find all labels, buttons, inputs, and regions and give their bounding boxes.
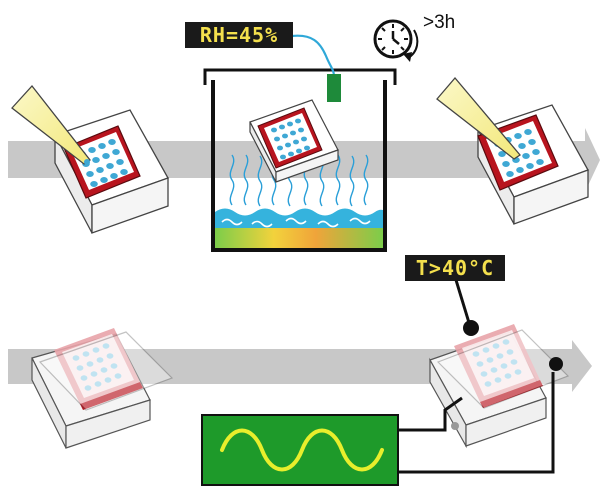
step1-nozzle-spray bbox=[11, 84, 91, 165]
duration-label: >3h bbox=[423, 12, 455, 33]
step1-printed-substrate bbox=[54, 109, 169, 234]
step3-substrate bbox=[477, 104, 589, 225]
humidity-readout: RH=45% bbox=[200, 23, 278, 47]
humidity-readout-display: RH=45% bbox=[185, 22, 293, 48]
temperature-readout-display: T>40°C bbox=[405, 255, 505, 281]
step3-nozzle-spray bbox=[436, 76, 521, 160]
electrode-wires bbox=[397, 357, 563, 474]
step5-heated-substrate bbox=[429, 324, 570, 449]
temperature-probe bbox=[454, 279, 479, 336]
sine-wave-icon bbox=[220, 428, 384, 472]
step4-sealed-substrate bbox=[31, 328, 174, 449]
chamber-substrate bbox=[249, 99, 339, 183]
waveform-generator bbox=[201, 414, 399, 486]
temperature-readout: T>40°C bbox=[416, 256, 494, 280]
step1-droplet-array bbox=[63, 125, 141, 199]
timer-icon bbox=[373, 19, 419, 62]
humidity-chamber bbox=[203, 34, 397, 252]
heated-water-bath bbox=[215, 208, 383, 248]
humidity-sensor bbox=[291, 34, 341, 102]
